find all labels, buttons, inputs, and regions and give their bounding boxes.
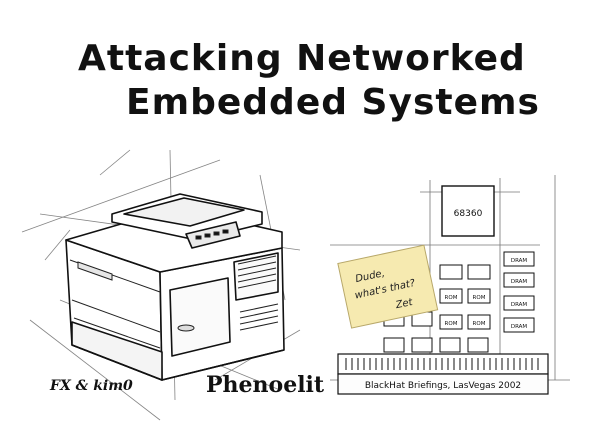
cpu-chip: [441, 185, 495, 237]
rom-label-3: ROM: [445, 321, 458, 327]
rom-label-2: ROM: [473, 295, 486, 301]
dram-label-4: DRAM: [511, 324, 528, 330]
rom-label-1: ROM: [445, 295, 458, 301]
note-line-3: Zet: [394, 297, 415, 312]
cpu-label: 68360: [454, 209, 483, 219]
authors: FX & kim0: [50, 378, 133, 394]
note-line-1: Dude,: [354, 268, 385, 285]
rom-label-4: ROM: [473, 321, 486, 327]
title-line-1: Attacking Networked: [78, 38, 526, 79]
dram-label-3: DRAM: [511, 302, 528, 308]
title-line-2: Embedded Systems: [126, 82, 540, 123]
event-label: BlackHat Briefings, LasVegas 2002: [365, 381, 521, 391]
dram-label-2: DRAM: [511, 279, 528, 285]
sticky-note: [337, 244, 439, 329]
dram-label-1: DRAM: [511, 258, 528, 264]
group-name: Phenoelit: [206, 372, 325, 398]
